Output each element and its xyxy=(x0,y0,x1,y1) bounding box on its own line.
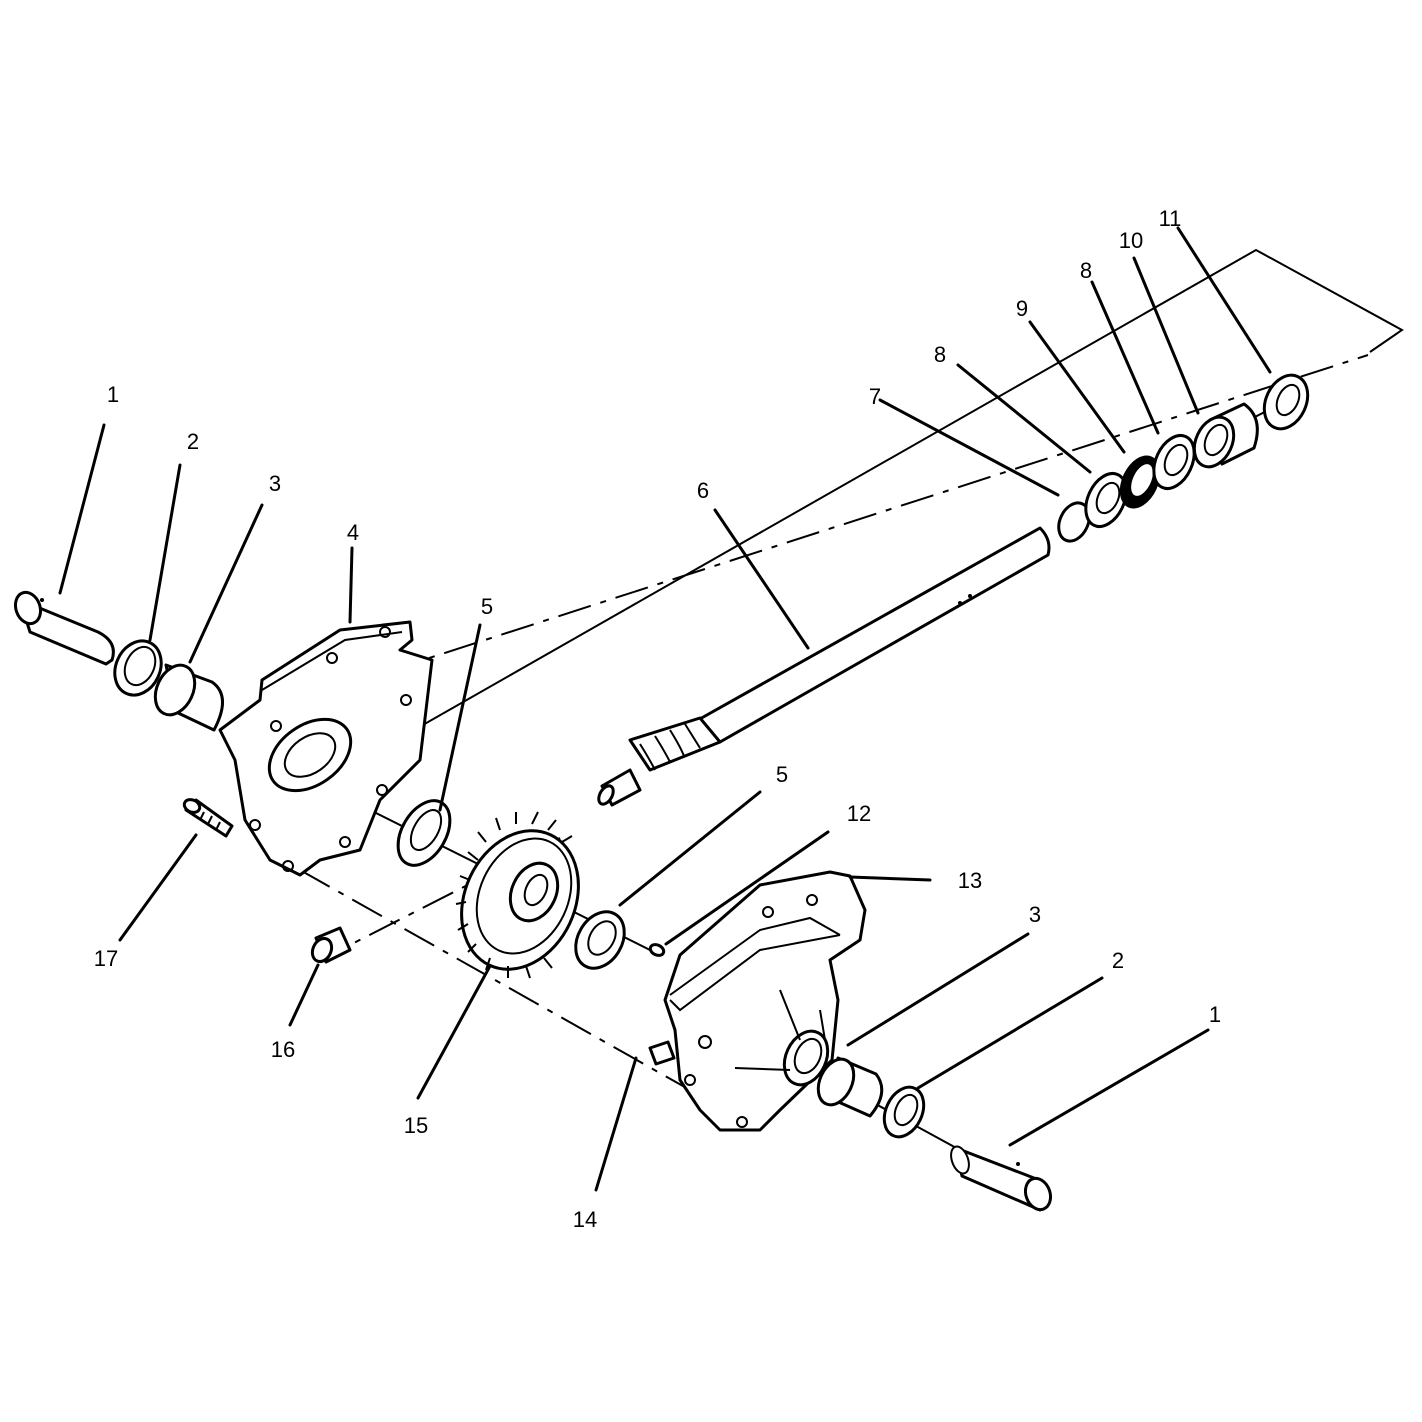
part-11-end-ring xyxy=(1262,373,1310,431)
callout-2-left: 2 xyxy=(187,429,199,454)
part-3-bushing-right xyxy=(816,1056,884,1118)
part-10-flanged-bushing xyxy=(1192,402,1259,469)
callout-7: 7 xyxy=(869,384,881,409)
part-1-pin-right xyxy=(950,1145,1053,1212)
part-5-washer-lower xyxy=(574,910,626,970)
callout-15: 15 xyxy=(404,1113,428,1138)
callout-17: 17 xyxy=(94,946,118,971)
part-8-washer-b xyxy=(1152,434,1196,490)
part-3-bushing-left xyxy=(153,663,224,732)
part-8-washer-a xyxy=(1084,472,1128,528)
callout-labels: 1 2 3 4 5 6 7 8 9 8 10 11 5 12 13 3 2 1 … xyxy=(94,206,1221,1232)
callout-14: 14 xyxy=(573,1207,597,1232)
callout-3-right: 3 xyxy=(1029,902,1041,927)
callout-2-right: 2 xyxy=(1112,948,1124,973)
part-12-key xyxy=(648,943,666,957)
callout-5-upper: 5 xyxy=(481,594,493,619)
part-9-bearing xyxy=(1119,455,1161,509)
leader-lines xyxy=(58,226,1272,1192)
part-15-worm-gear xyxy=(455,811,580,979)
part-4-housing-left xyxy=(218,620,434,877)
callout-4: 4 xyxy=(347,520,359,545)
callout-16: 16 xyxy=(271,1037,295,1062)
callout-3-left: 3 xyxy=(269,471,281,496)
part-5-washer-upper xyxy=(396,799,452,867)
callout-8-a: 8 xyxy=(934,342,946,367)
callout-8-b: 8 xyxy=(1080,258,1092,283)
part-2-ring-left xyxy=(113,639,163,697)
part-7-retaining-ring xyxy=(1057,501,1091,543)
callout-5-lower: 5 xyxy=(776,762,788,787)
part-6-worm-shaft xyxy=(597,526,1051,807)
callout-13: 13 xyxy=(958,868,982,893)
part-13-housing-right xyxy=(663,870,867,1132)
part-14-plug xyxy=(648,1040,676,1066)
callout-9: 9 xyxy=(1016,296,1028,321)
callout-6: 6 xyxy=(697,478,709,503)
callout-1-left: 1 xyxy=(107,382,119,407)
callout-12: 12 xyxy=(847,801,871,826)
callout-11: 11 xyxy=(1159,206,1182,231)
part-17-bolt xyxy=(182,798,234,838)
part-16-dowel xyxy=(310,926,352,964)
part-1-pin-left xyxy=(13,590,115,666)
callout-10: 10 xyxy=(1119,228,1143,253)
callout-1-right: 1 xyxy=(1209,1002,1221,1027)
part-2-ring-right xyxy=(882,1085,926,1139)
